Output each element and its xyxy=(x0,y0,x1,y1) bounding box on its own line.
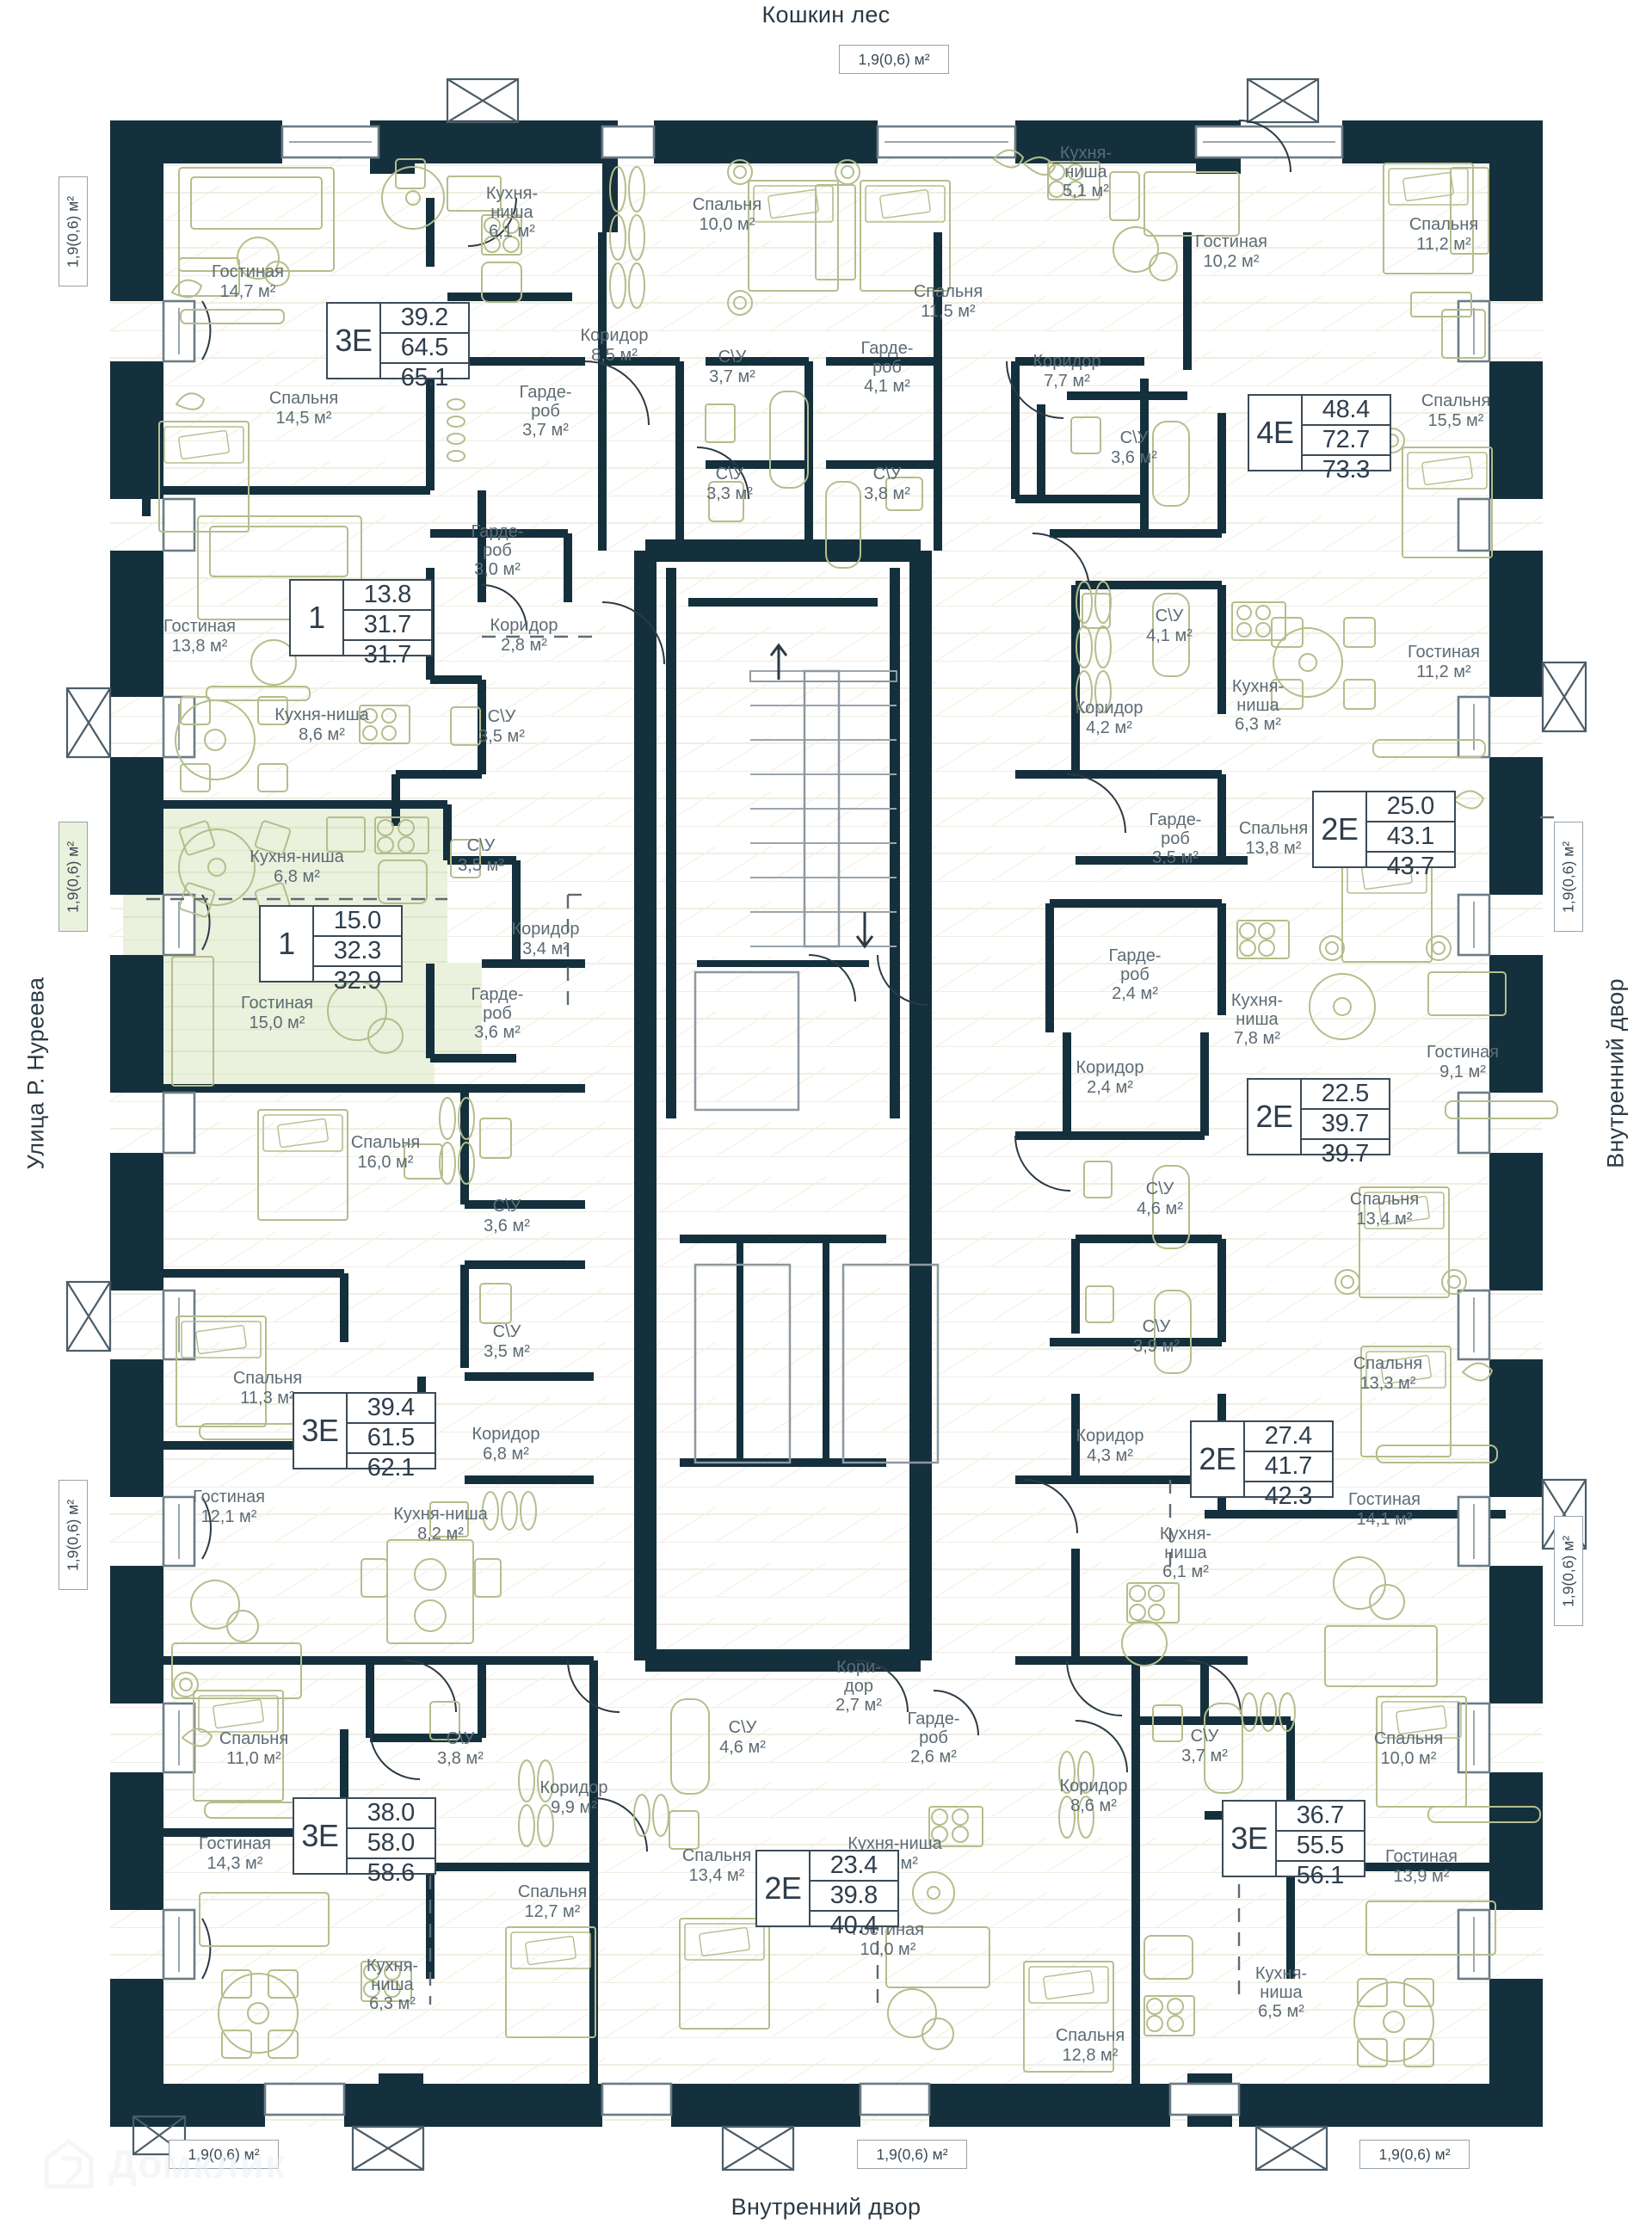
balcony-area-tag: 1,9(0,6) м² xyxy=(1359,2140,1470,2169)
apartment-area-living: 39.4 xyxy=(347,1394,435,1424)
apartment-area-total: 39.8 xyxy=(810,1882,897,1912)
apartment-area-living: 23.4 xyxy=(810,1851,897,1882)
apartment-area-living: 38.0 xyxy=(347,1799,435,1829)
apartment-area-total: 32.3 xyxy=(313,937,401,967)
apartment-area-full: 65.1 xyxy=(400,364,449,391)
edge-label-top: Кошкин лес xyxy=(761,2,891,28)
balcony-area-tag: 1,9(0,6) м² xyxy=(839,45,949,74)
apartment-area-total: 43.1 xyxy=(1366,822,1454,853)
apartment-type: 2Е xyxy=(1192,1422,1245,1496)
apartment-type: 3Е xyxy=(1224,1802,1277,1876)
apartment-type: 1 xyxy=(291,581,344,655)
apartment-area-full: 62.1 xyxy=(367,1454,416,1482)
apartment-area-total: 64.5 xyxy=(380,334,468,364)
apartment-type: 3Е xyxy=(294,1394,348,1468)
watermark: Домклик xyxy=(41,2136,286,2191)
apartment-area-full: 32.9 xyxy=(333,967,382,995)
apartment-type: 2Е xyxy=(757,1851,811,1925)
balcony-area-tag: 1,9(0,6) м² xyxy=(169,2140,279,2169)
apartment-area-total: 58.0 xyxy=(347,1829,435,1859)
apartment-area-living: 36.7 xyxy=(1276,1802,1364,1832)
apartment-area-living: 22.5 xyxy=(1301,1080,1389,1110)
balcony-area-tag: 1,9(0,6) м² xyxy=(1554,1516,1583,1626)
apartment-area-total: 55.5 xyxy=(1276,1832,1364,1862)
apartment-area-full: 56.1 xyxy=(1296,1862,1345,1889)
apartment-area-living: 25.0 xyxy=(1366,792,1454,822)
apartment-area-living: 39.2 xyxy=(380,304,468,334)
balcony-area-tag: 1,9(0,6) м² xyxy=(59,176,88,286)
apartment-type: 1 xyxy=(261,907,314,981)
apartment-area-full: 58.6 xyxy=(367,1859,416,1887)
balcony-area-tag: 1,9(0,6) м² xyxy=(59,822,88,932)
apartment-area-living: 27.4 xyxy=(1244,1422,1332,1452)
balcony-area-tag: 1,9(0,6) м² xyxy=(1554,822,1583,932)
apartment-type: 3Е xyxy=(328,304,381,378)
house-logo-icon xyxy=(44,2138,94,2189)
apartment-type: 3Е xyxy=(294,1799,348,1873)
apartment-area-total: 31.7 xyxy=(343,611,431,641)
apartment-area-full: 42.3 xyxy=(1264,1482,1313,1510)
apartment-area-full: 40.4 xyxy=(829,1912,878,1939)
apartment-type: 2Е xyxy=(1248,1080,1302,1154)
apartment-area-total: 39.7 xyxy=(1301,1110,1389,1140)
apartment-area-full: 73.3 xyxy=(1322,456,1371,484)
apartment-area-total: 61.5 xyxy=(347,1424,435,1454)
balcony-area-tag: 1,9(0,6) м² xyxy=(59,1480,88,1590)
watermark-text: Домклик xyxy=(108,2141,286,2186)
apartment-area-total: 72.7 xyxy=(1302,426,1390,456)
apartment-type: 4Е xyxy=(1249,396,1303,470)
apartment-area-full: 31.7 xyxy=(363,641,412,668)
apartment-area-full: 39.7 xyxy=(1321,1140,1370,1167)
edge-label-bottom: Внутренний двор xyxy=(730,2194,922,2220)
apartment-area-total: 41.7 xyxy=(1244,1452,1332,1482)
apartment-area-living: 48.4 xyxy=(1302,396,1390,426)
apartment-type: 2Е xyxy=(1314,792,1367,866)
balcony-area-tag: 1,9(0,6) м² xyxy=(857,2140,967,2169)
apartment-area-living: 15.0 xyxy=(313,907,401,937)
apartment-area-living: 13.8 xyxy=(343,581,431,611)
apartment-area-full: 43.7 xyxy=(1386,853,1435,880)
